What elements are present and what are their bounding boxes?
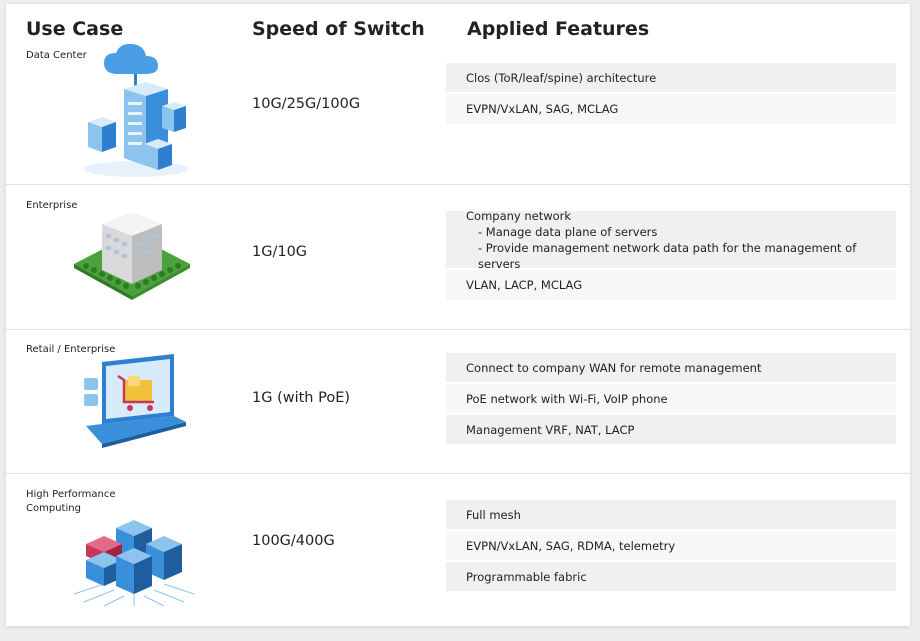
use-case-label-retail: Retail / Enterprise [26, 344, 116, 355]
feature-item: EVPN/VxLAN, SAG, RDMA, telemetry [446, 531, 896, 560]
feature-item: Company network - Manage data plane of s… [446, 209, 896, 271]
server-cluster-icon [64, 514, 204, 613]
laptop-shopping-cart-icon [78, 352, 188, 456]
row-divider [6, 184, 910, 185]
feature-item: Full mesh [446, 500, 896, 529]
use-case-label-data-center: Data Center [26, 50, 87, 61]
speed-value-data-center: 10G/25G/100G [252, 96, 361, 112]
speed-value-hpc: 100G/400G [252, 533, 335, 549]
use-case-label-enterprise: Enterprise [26, 200, 78, 211]
feature-item: EVPN/VxLAN, SAG, MCLAG [446, 94, 896, 124]
header-speed: Speed of Switch [252, 18, 425, 40]
header-features: Applied Features [467, 18, 650, 40]
office-building-icon [72, 204, 192, 308]
speed-value-enterprise: 1G/10G [252, 244, 308, 260]
feature-item: Programmable fabric [446, 562, 896, 591]
use-case-table: Use Case Speed of Switch Applied Feature… [6, 4, 910, 626]
feature-item: Connect to company WAN for remote manage… [446, 353, 896, 382]
feature-item: Clos (ToR/leaf/spine) architecture [446, 63, 896, 92]
speed-value-retail: 1G (with PoE) [252, 390, 351, 406]
use-case-label-hpc: High Performance Computing [26, 489, 116, 514]
row-divider [6, 473, 910, 474]
feature-item: Management VRF, NAT, LACP [446, 415, 896, 444]
feature-item: VLAN, LACP, MCLAG [446, 270, 896, 300]
feature-item: PoE network with Wi-Fi, VoIP phone [446, 384, 896, 413]
header-use-case: Use Case [26, 18, 124, 40]
datacenter-cloud-icon [76, 43, 196, 183]
row-divider [6, 329, 910, 330]
